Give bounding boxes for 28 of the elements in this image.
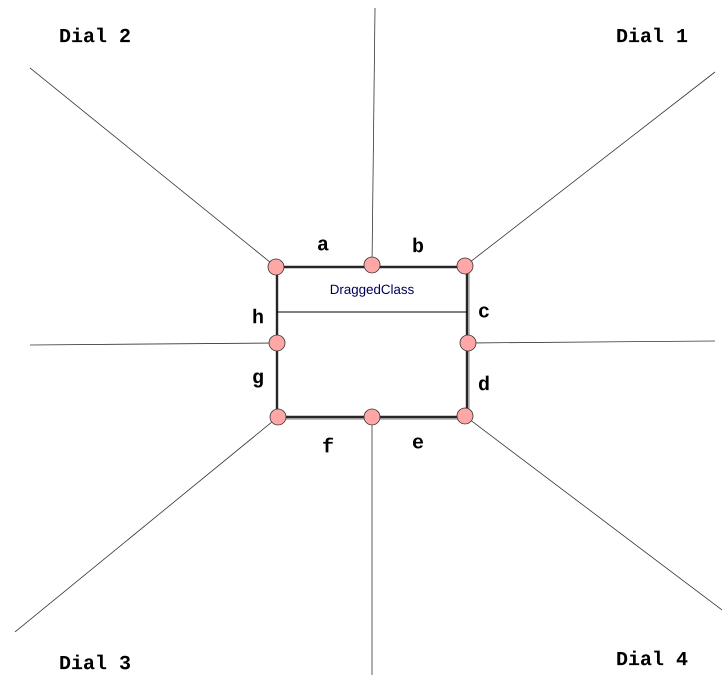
label: d — [478, 376, 489, 390]
handle — [270, 408, 286, 426]
label: b — [413, 238, 424, 252]
label: a — [318, 240, 328, 250]
line — [471, 72, 716, 262]
label: Dial 1 — [617, 28, 688, 42]
line — [30, 342, 269, 346]
handle — [456, 408, 474, 424]
label: h — [253, 308, 263, 324]
label: Dial 4 — [617, 650, 688, 666]
handle — [268, 334, 286, 352]
line — [471, 420, 722, 610]
label: Dial 2 — [60, 28, 130, 42]
line — [372, 8, 376, 257]
handle — [364, 408, 380, 426]
label: Dial 3 — [60, 654, 130, 670]
label: e — [412, 438, 424, 448]
handle — [460, 334, 476, 352]
handle — [268, 258, 284, 276]
line — [476, 340, 716, 344]
handle — [364, 256, 380, 274]
line — [30, 68, 270, 262]
label: f — [323, 438, 333, 452]
handle — [456, 258, 474, 274]
label: g — [253, 372, 263, 388]
class-box: DraggedClass — [276, 266, 470, 420]
line — [14, 422, 272, 632]
label: c — [479, 306, 489, 318]
